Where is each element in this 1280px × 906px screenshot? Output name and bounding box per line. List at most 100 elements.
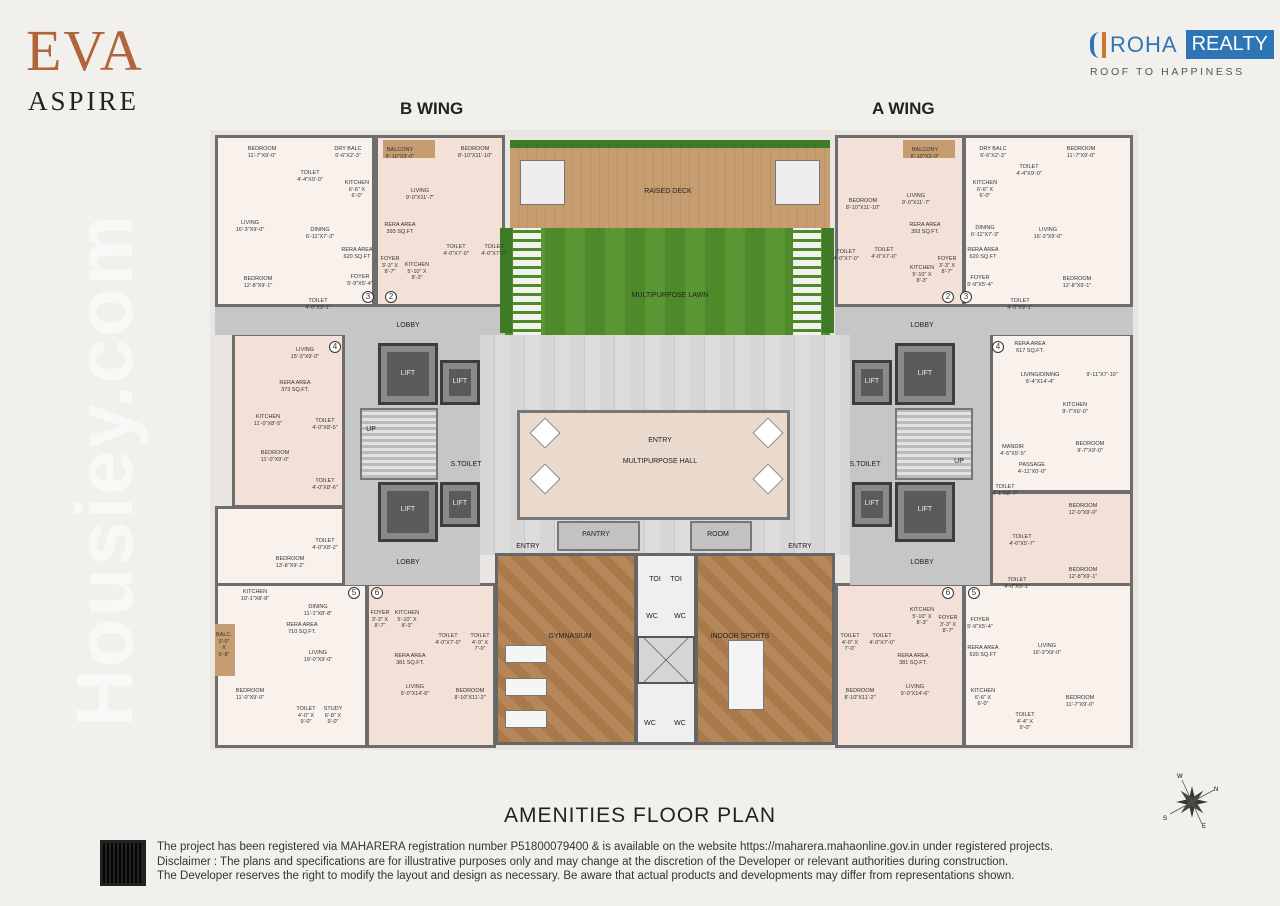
pool-table — [728, 640, 764, 710]
room-size: 4'-0" X 7'-0" — [471, 639, 489, 653]
s-toilet-label: S.TOILET — [450, 461, 482, 468]
room-size: 6'-6"X2'-3" — [335, 152, 361, 159]
room-name: LIVING — [906, 193, 926, 199]
room-name: BEDROOM — [275, 556, 305, 562]
pantry-label: PANTRY — [582, 531, 610, 538]
room-name: TOILET — [995, 484, 1015, 490]
room-size: 4'-0"X9'-1" — [305, 304, 331, 311]
room-size: 11'-0"X8'-5" — [253, 420, 283, 427]
balcony — [383, 140, 435, 158]
room-size: 8'-10"X11'-10" — [845, 204, 881, 211]
gym-equipment — [505, 678, 547, 696]
unit-number-badge: 2 — [942, 291, 954, 303]
gym-label: GYMNASIUM — [548, 633, 592, 640]
room-name: RERA AREA — [341, 247, 373, 253]
room-name: BEDROOM — [1068, 567, 1098, 573]
room-name: TOILET — [1010, 298, 1030, 304]
room-size: 16'-3"X9'-0" — [1033, 233, 1063, 240]
unit-number-badge: 4 — [329, 341, 341, 353]
unit-b4 — [232, 333, 345, 508]
room-name: BALC. — [216, 632, 232, 638]
room-name: BEDROOM — [1065, 695, 1095, 701]
sports-label: INDOOR SPORTS — [710, 633, 770, 640]
lobby-a-top — [835, 307, 1133, 335]
room-name: TOILET — [315, 538, 335, 544]
room-name: TOILET — [470, 633, 490, 639]
hedge — [822, 228, 834, 333]
qr-code[interactable] — [100, 840, 146, 886]
room-size: 5'-9"X5'-4" — [347, 280, 373, 287]
room-size: 4'-5"X5'-5" — [1000, 450, 1026, 457]
room-name: LIVING — [405, 684, 425, 690]
room-size: 19'-0"X9'-0" — [303, 656, 333, 663]
lift-label: LIFT — [864, 500, 880, 507]
entry-left-label: ENTRY — [516, 543, 540, 550]
room-size: 9'-4"X14'-4" — [1025, 378, 1055, 385]
room-size: 4'-0"X9'-1" — [1004, 583, 1030, 590]
unit-number-badge: 5 — [348, 587, 360, 599]
room-name: BEDROOM — [1068, 503, 1098, 509]
room-name: MANDIR — [1002, 444, 1024, 450]
room-name: DINING — [310, 227, 330, 233]
room-size: 3'-0" X 9'-8" — [218, 638, 230, 658]
room-name: KITCHEN — [909, 265, 935, 271]
wc-label: WC — [646, 613, 658, 620]
room-name: LIVING — [295, 347, 315, 353]
multipurpose-hall — [517, 410, 790, 520]
room-name: DRY BALC — [334, 146, 362, 152]
room-name: KITCHEN — [972, 180, 998, 186]
room-size: 4'-11"X0'-0" — [1017, 468, 1047, 475]
room-name: BEDROOM — [1066, 146, 1096, 152]
unit-b6 — [366, 583, 496, 748]
room-name: RERA AREA — [286, 622, 318, 628]
seating — [520, 160, 565, 205]
unit-number-badge: 2 — [385, 291, 397, 303]
developer-badge: REALTY — [1185, 30, 1274, 59]
room-name: RERA AREA — [909, 222, 941, 228]
roha-bird-icon — [1090, 31, 1106, 58]
room-size: 12'-8"X9'-1" — [1062, 282, 1092, 289]
room-name: BALCONY — [911, 147, 939, 153]
disclaimer-text: The Developer reserves the right to modi… — [157, 870, 1015, 882]
room-name: FOYER — [350, 274, 370, 280]
room-name: TOILET — [874, 247, 894, 253]
gym-equipment — [505, 645, 547, 663]
lift-label: LIFT — [400, 370, 416, 377]
room-name: KITCHEN — [255, 414, 281, 420]
compass-e: E — [1202, 824, 1206, 830]
unit-number-badge: 3 — [960, 291, 972, 303]
room-size: 8'-10"X11'-10" — [457, 152, 493, 159]
room-size: 3'-3" X 8'-7" — [938, 262, 956, 276]
hall-entry-label: ENTRY — [648, 437, 672, 444]
room-size: 6'-6" X 6'-0" — [976, 186, 994, 200]
entry-right-label: ENTRY — [788, 543, 812, 550]
